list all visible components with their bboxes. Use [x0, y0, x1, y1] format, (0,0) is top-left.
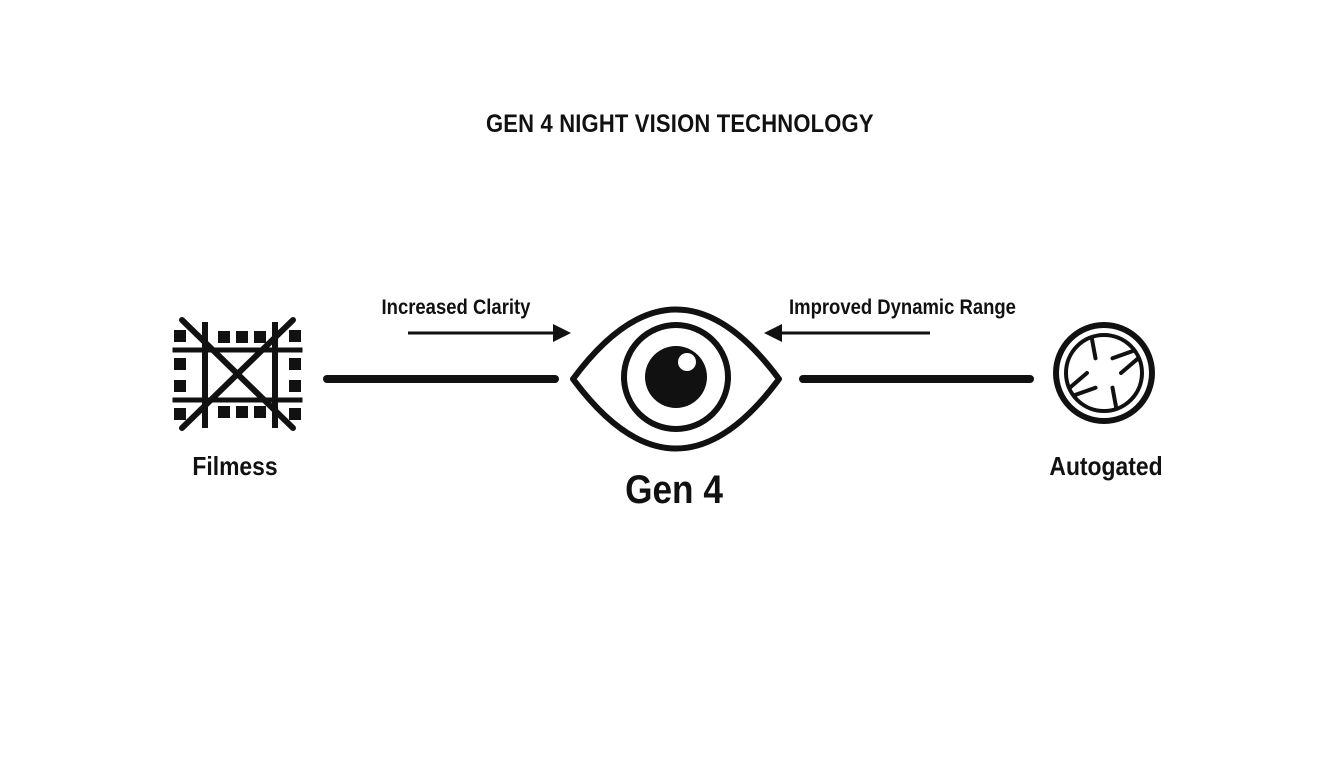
diagram-title: GEN 4 NIGHT VISION TECHNOLOGY — [486, 110, 874, 138]
camera-aperture-icon — [1053, 322, 1155, 424]
crossed-film-strip-icon — [172, 317, 303, 431]
arrow-label-improved-dynamic-range: Improved Dynamic Range — [789, 296, 1016, 319]
arrow-improved-dynamic-range — [764, 324, 930, 342]
arrow-increased-clarity — [408, 324, 571, 342]
node-label-autogated: Autogated — [1049, 451, 1163, 481]
arrow-label-increased-clarity: Increased Clarity — [381, 296, 531, 319]
node-label-gen4: Gen 4 — [625, 468, 723, 512]
node-label-filmless: Filmess — [192, 451, 278, 481]
eye-icon — [570, 306, 782, 452]
